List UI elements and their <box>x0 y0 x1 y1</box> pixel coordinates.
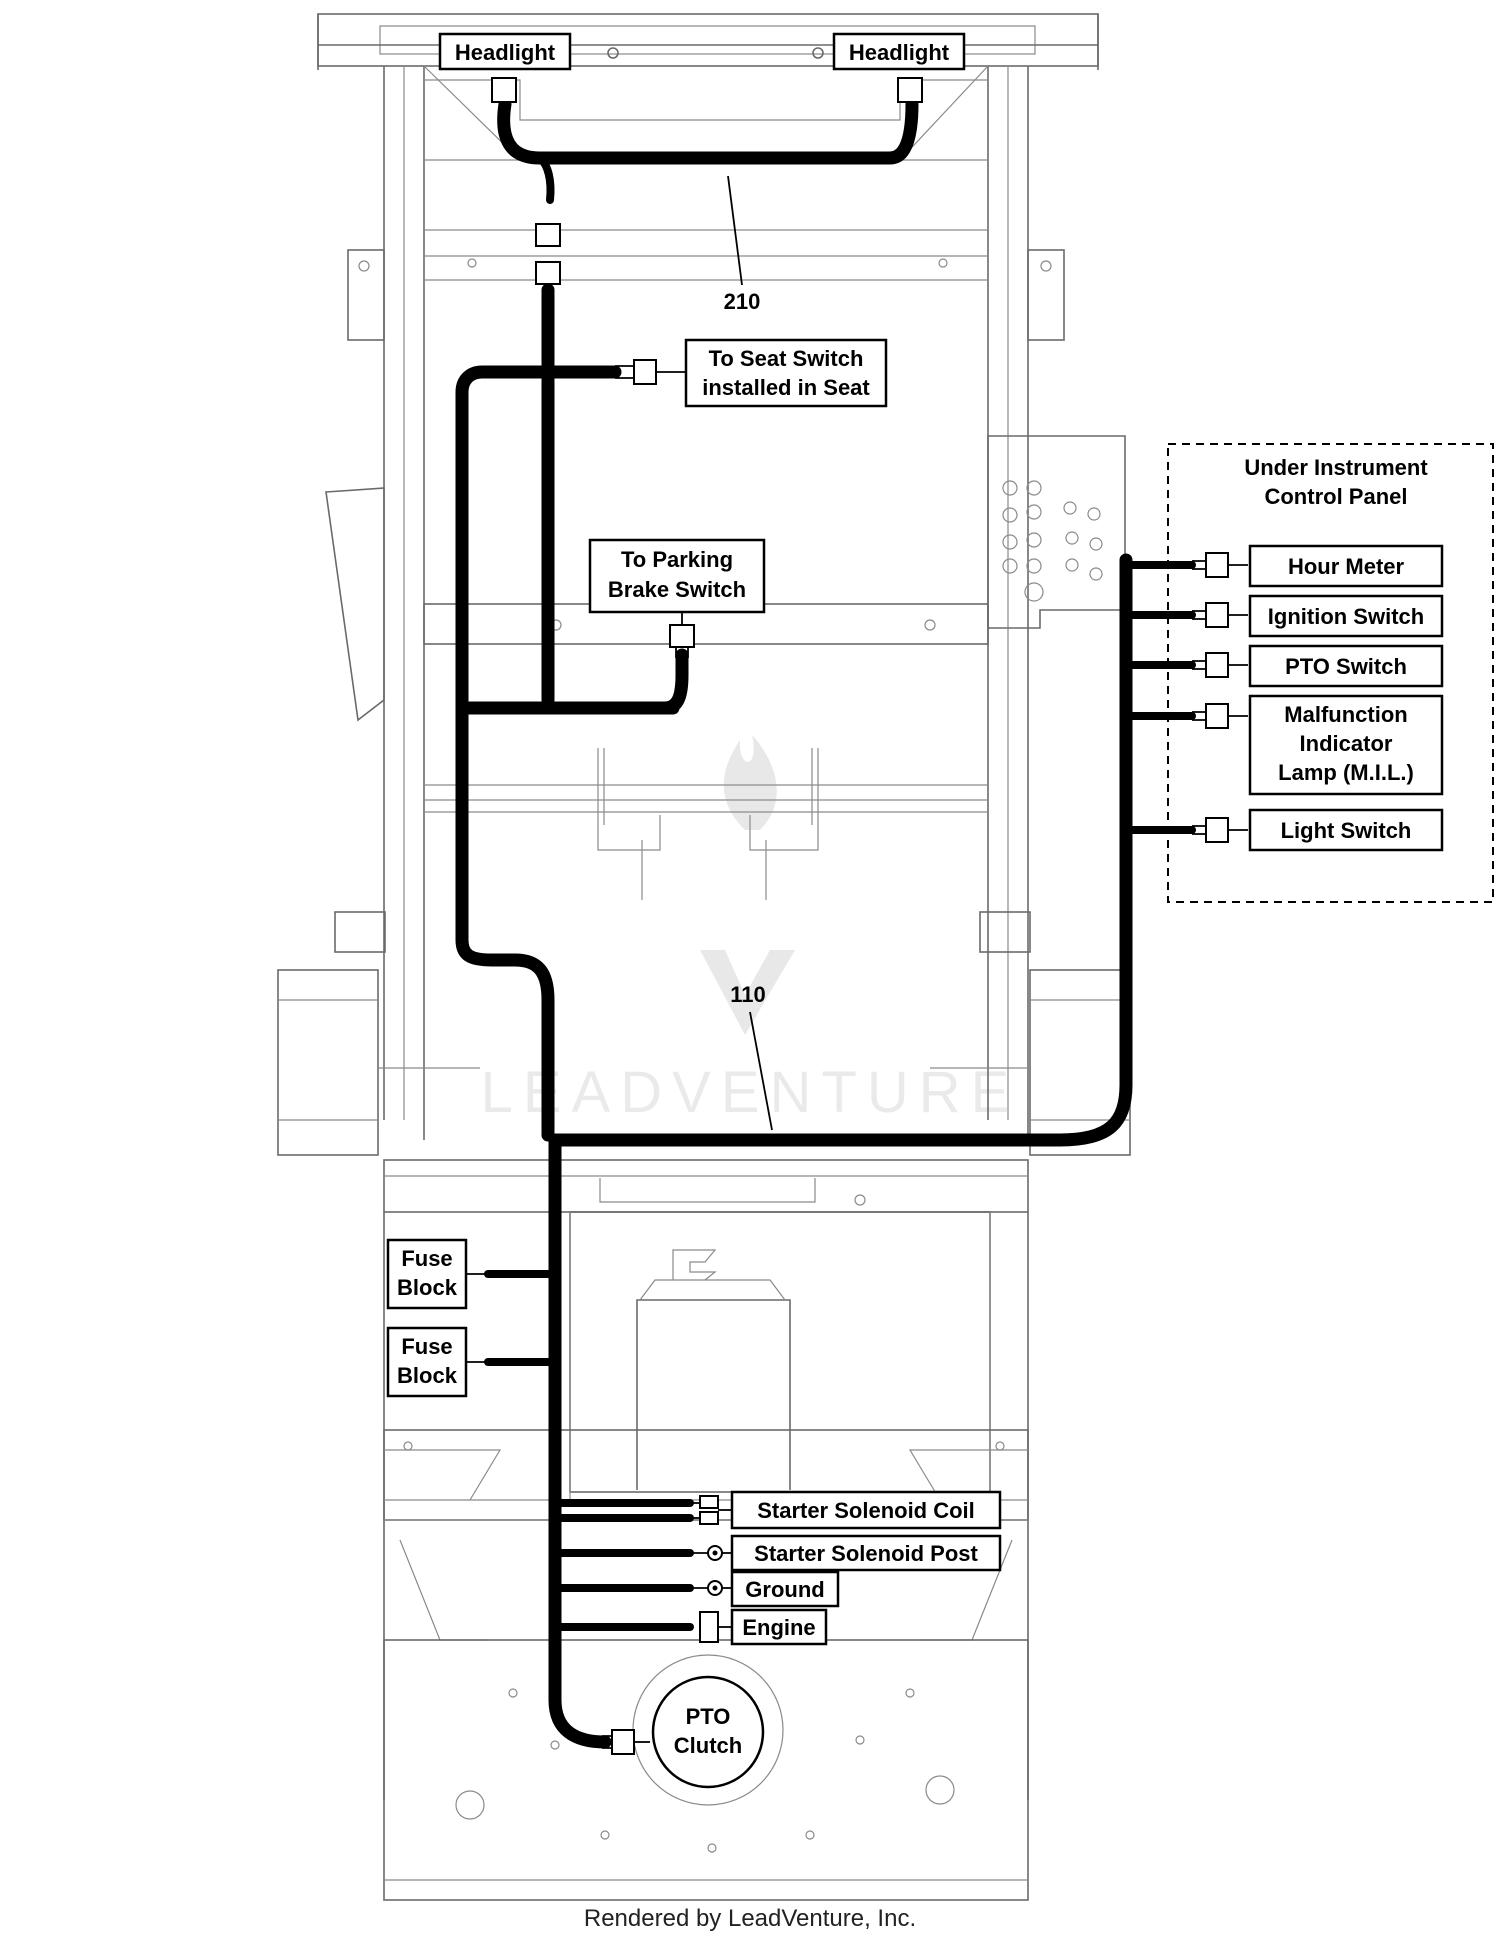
label-fuse-block-1: Fuse Block <box>386 1238 468 1310</box>
svg-text:Clutch: Clutch <box>674 1733 742 1758</box>
label-malfunction-indicator-lamp: Malfunction Indicator Lamp (M.I.L.) <box>1248 694 1444 796</box>
watermark-logo <box>700 735 795 1035</box>
label-starter-solenoid-coil: Starter Solenoid Coil <box>730 1490 1002 1530</box>
svg-text:Headlight: Headlight <box>849 40 950 65</box>
svg-text:Indicator: Indicator <box>1300 731 1393 756</box>
svg-text:Block: Block <box>397 1363 458 1388</box>
label-pto-clutch: PTO Clutch <box>651 1675 765 1789</box>
panel-title-line1: Under Instrument <box>1244 455 1428 480</box>
leader-210 <box>727 175 743 286</box>
svg-text:To Parking: To Parking <box>621 547 733 572</box>
leader-110 <box>749 1011 773 1131</box>
label-hour-meter: Hour Meter <box>1248 544 1444 588</box>
lower-connectors <box>602 1495 732 1755</box>
harness-number-110: 110 <box>730 982 766 1007</box>
svg-text:Block: Block <box>397 1275 458 1300</box>
label-fuse-block-2: Fuse Block <box>386 1326 468 1398</box>
label-headlight-right: Headlight <box>832 32 966 71</box>
svg-text:Lamp (M.I.L.): Lamp (M.I.L.) <box>1278 760 1414 785</box>
watermark-text: LEADVENTURE <box>481 1060 1020 1125</box>
svg-text:PTO Switch: PTO Switch <box>1285 654 1407 679</box>
chassis-frame <box>277 13 1131 1901</box>
label-seat-switch: To Seat Switch installed in Seat <box>684 338 888 408</box>
svg-text:installed in Seat: installed in Seat <box>702 375 870 400</box>
harness-210 <box>455 97 919 1142</box>
svg-text:To Seat Switch: To Seat Switch <box>709 346 864 371</box>
svg-text:Starter Solenoid Coil: Starter Solenoid Coil <box>757 1498 975 1523</box>
svg-text:Fuse: Fuse <box>401 1246 452 1271</box>
label-headlight-left: Headlight <box>438 32 572 71</box>
svg-text:Ground: Ground <box>745 1577 824 1602</box>
harness-number-210: 210 <box>724 289 761 314</box>
svg-text:PTO: PTO <box>686 1704 731 1729</box>
label-starter-solenoid-post: Starter Solenoid Post <box>730 1534 1002 1572</box>
label-ignition-switch: Ignition Switch <box>1248 594 1444 638</box>
instrument-panel-region <box>1167 443 1494 903</box>
svg-text:Hour Meter: Hour Meter <box>1288 554 1405 579</box>
label-light-switch: Light Switch <box>1248 808 1444 852</box>
svg-text:Malfunction: Malfunction <box>1284 702 1407 727</box>
svg-text:Brake Switch: Brake Switch <box>608 577 746 602</box>
footer-credit: Rendered by LeadVenture, Inc. <box>583 1905 917 1932</box>
panel-connectors <box>1192 552 1248 843</box>
label-ground: Ground <box>730 1570 840 1608</box>
svg-text:Light Switch: Light Switch <box>1281 818 1412 843</box>
label-parking-brake-switch: To Parking Brake Switch <box>588 538 766 614</box>
label-engine: Engine <box>730 1608 828 1646</box>
panel-title-line2: Control Panel <box>1264 484 1407 509</box>
label-pto-switch: PTO Switch <box>1248 644 1444 688</box>
svg-text:Headlight: Headlight <box>455 40 556 65</box>
svg-text:Engine: Engine <box>742 1615 815 1640</box>
svg-text:Fuse: Fuse <box>401 1334 452 1359</box>
harness-110 <box>484 553 1196 1749</box>
svg-text:Ignition Switch: Ignition Switch <box>1268 604 1424 629</box>
svg-text:Starter Solenoid Post: Starter Solenoid Post <box>754 1541 978 1566</box>
